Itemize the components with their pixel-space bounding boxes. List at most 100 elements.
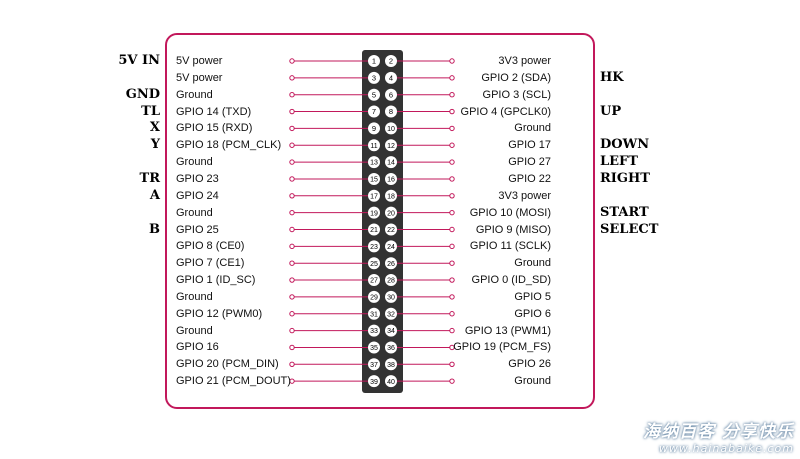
pin-circle bbox=[385, 274, 397, 287]
pin-circle bbox=[368, 189, 380, 202]
pin-circle bbox=[385, 324, 397, 337]
function-label-left: A bbox=[149, 187, 160, 203]
pin-circle bbox=[385, 375, 397, 388]
pin-number: 36 bbox=[387, 345, 395, 352]
pin-label-left: GPIO 25 bbox=[176, 223, 219, 236]
pin-number: 40 bbox=[387, 379, 395, 386]
pin-label-left: GPIO 23 bbox=[176, 172, 219, 185]
pin-circle bbox=[368, 257, 380, 270]
pin-number: 19 bbox=[370, 210, 378, 217]
pin-label-left: GPIO 7 (CE1) bbox=[176, 257, 245, 270]
pin-number: 37 bbox=[370, 362, 378, 369]
pin-end-dot bbox=[449, 344, 455, 351]
pin-circle bbox=[385, 71, 397, 84]
pin-end-dot bbox=[289, 361, 295, 367]
pin-circle bbox=[368, 122, 380, 135]
pin-end-dot bbox=[449, 92, 455, 98]
pin-circle bbox=[368, 341, 380, 354]
pin-label-right: GPIO 0 (ID_SD) bbox=[471, 274, 551, 287]
pin-label-right: GPIO 2 (SDA) bbox=[481, 71, 551, 84]
pin-number: 15 bbox=[370, 177, 378, 184]
pin-number: 34 bbox=[387, 328, 395, 335]
pin-circle bbox=[368, 223, 380, 236]
pin-end-dot bbox=[289, 92, 295, 98]
pin-number: 10 bbox=[387, 126, 395, 133]
function-label-left: TL bbox=[141, 103, 160, 119]
pin-number: 9 bbox=[372, 124, 376, 133]
pin-label-right: GPIO 4 (GPCLK0) bbox=[460, 105, 551, 118]
pin-label-left: GPIO 16 bbox=[176, 341, 219, 354]
function-label-right: LEFT bbox=[600, 154, 638, 170]
pin-number: 21 bbox=[370, 227, 378, 234]
pin-end-dot bbox=[449, 108, 455, 115]
function-label-right: RIGHT bbox=[600, 170, 650, 186]
pin-number: 27 bbox=[370, 278, 378, 285]
pin-end-dot bbox=[449, 311, 455, 317]
pin-label-left: Ground bbox=[176, 156, 213, 169]
function-label-left: 5V IN bbox=[118, 53, 160, 68]
pin-number: 3 bbox=[372, 73, 376, 82]
pin-end-dot bbox=[289, 159, 295, 165]
pin-circle bbox=[385, 206, 397, 219]
pin-number: 38 bbox=[387, 362, 395, 369]
pin-label-right: GPIO 27 bbox=[508, 156, 551, 169]
pin-circle bbox=[385, 341, 397, 354]
pin-circle bbox=[368, 358, 380, 371]
watermark-line1: 海纳百客 分享快乐 bbox=[643, 422, 794, 442]
pin-end-dot bbox=[289, 142, 295, 148]
function-label-left: Y bbox=[150, 137, 160, 153]
pin-label-right: GPIO 6 bbox=[514, 307, 551, 320]
pin-end-dot bbox=[449, 159, 455, 165]
pin-circle bbox=[368, 172, 380, 185]
pin-circle bbox=[368, 105, 380, 118]
pin-circle bbox=[385, 88, 397, 101]
pin-label-left: GPIO 18 (PCM_CLK) bbox=[176, 139, 282, 152]
pin-end-dot bbox=[449, 125, 455, 132]
pin-label-right: 3V3 power bbox=[498, 55, 551, 67]
function-label-left: TR bbox=[139, 170, 160, 186]
pin-number: 30 bbox=[387, 295, 395, 302]
pin-number: 29 bbox=[370, 295, 378, 302]
pin-circle bbox=[368, 240, 380, 253]
pin-number: 35 bbox=[370, 345, 378, 352]
pin-end-dot bbox=[289, 226, 295, 233]
pin-end-dot bbox=[289, 344, 295, 351]
pin-number: 17 bbox=[370, 193, 378, 200]
function-label-right: UP bbox=[600, 103, 622, 119]
pin-label-left: GPIO 20 (PCM_DIN) bbox=[176, 358, 279, 371]
pin-circle bbox=[368, 71, 380, 84]
pin-circle bbox=[368, 88, 380, 101]
function-label-right: DOWN bbox=[600, 137, 650, 153]
pin-circle bbox=[385, 307, 397, 320]
pin-end-dot bbox=[289, 311, 295, 317]
function-label-left: B bbox=[149, 221, 160, 237]
pin-label-right: Ground bbox=[514, 257, 551, 270]
pin-circle bbox=[385, 189, 397, 202]
pin-end-dot bbox=[289, 193, 295, 199]
pin-number: 13 bbox=[370, 160, 378, 167]
pin-number: 7 bbox=[372, 107, 376, 116]
pin-circle bbox=[385, 240, 397, 253]
pin-label-right: GPIO 10 (MOSI) bbox=[469, 206, 551, 219]
pin-end-dot bbox=[289, 277, 295, 283]
pin-number: 4 bbox=[389, 73, 393, 82]
pin-number: 20 bbox=[387, 210, 395, 217]
function-label-right: SELECT bbox=[600, 221, 659, 237]
pin-number: 2 bbox=[389, 57, 393, 66]
pin-label-left: 5V power bbox=[176, 71, 223, 84]
pin-circle bbox=[385, 223, 397, 236]
pin-end-dot bbox=[449, 193, 455, 199]
pin-end-dot bbox=[289, 58, 295, 64]
pin-circle bbox=[368, 274, 380, 287]
pin-number: 33 bbox=[370, 328, 378, 335]
pin-number: 18 bbox=[387, 193, 395, 200]
pin-circle bbox=[368, 55, 380, 67]
function-label-left: X bbox=[149, 120, 160, 136]
pin-number: 1 bbox=[372, 57, 376, 66]
pin-label-right: GPIO 17 bbox=[508, 139, 551, 152]
pin-number: 26 bbox=[387, 261, 395, 268]
pin-number: 25 bbox=[370, 261, 378, 268]
function-label-right: START bbox=[600, 204, 649, 220]
pin-end-dot bbox=[449, 209, 455, 216]
